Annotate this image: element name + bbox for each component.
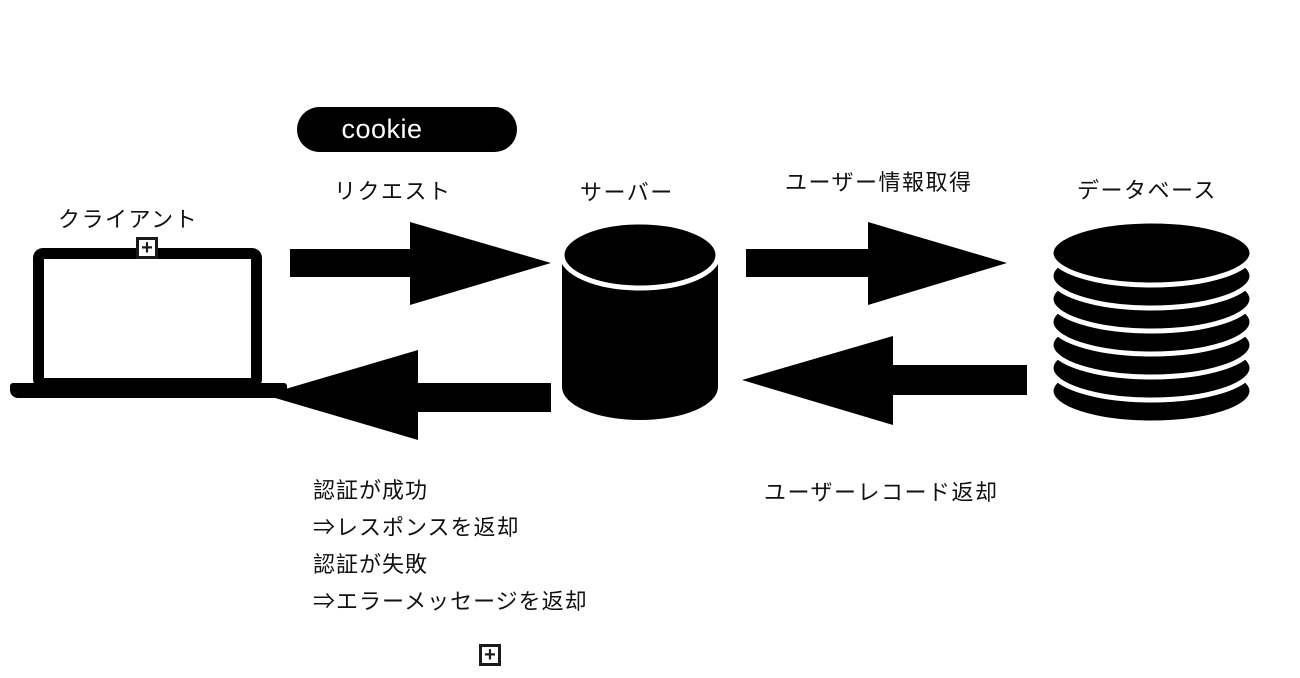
cylinder-lid bbox=[562, 219, 718, 291]
laptop-base bbox=[10, 383, 287, 398]
db-disk-top bbox=[1048, 218, 1255, 288]
response-annotation: 認証が成功 ⇒レスポンスを返却 認証が失敗 ⇒エラーメッセージを返却 bbox=[313, 472, 588, 620]
client-label: クライアント bbox=[58, 207, 199, 232]
cookie-badge: cookie bbox=[297, 107, 517, 152]
arrow-request-right bbox=[290, 222, 551, 305]
plus-icon: + bbox=[484, 644, 496, 666]
annotation-line: 認証が失敗 bbox=[313, 552, 429, 577]
server-cylinder-icon bbox=[562, 219, 718, 420]
database-stack-icon bbox=[1048, 218, 1255, 425]
plus-handle-bottom[interactable]: + bbox=[479, 644, 501, 666]
request-flow-label: リクエスト bbox=[334, 179, 452, 204]
server-label: サーバー bbox=[580, 180, 674, 205]
cookie-badge-label: cookie bbox=[341, 114, 423, 144]
get-user-info-label: ユーザー情報取得 bbox=[785, 170, 973, 195]
arrow-response-left bbox=[265, 350, 551, 440]
arrow-get-user-info-right bbox=[746, 222, 1007, 305]
plus-handle-client[interactable]: + bbox=[136, 237, 158, 259]
return-record-label: ユーザーレコード返却 bbox=[764, 480, 999, 505]
annotation-line: 認証が成功 bbox=[313, 478, 429, 503]
annotation-line: ⇒エラーメッセージを返却 bbox=[313, 589, 588, 614]
plus-icon: + bbox=[141, 237, 153, 259]
arrow-return-record-left bbox=[742, 336, 1027, 425]
database-label: データベース bbox=[1077, 178, 1217, 203]
annotation-line: ⇒レスポンスを返却 bbox=[313, 515, 520, 540]
